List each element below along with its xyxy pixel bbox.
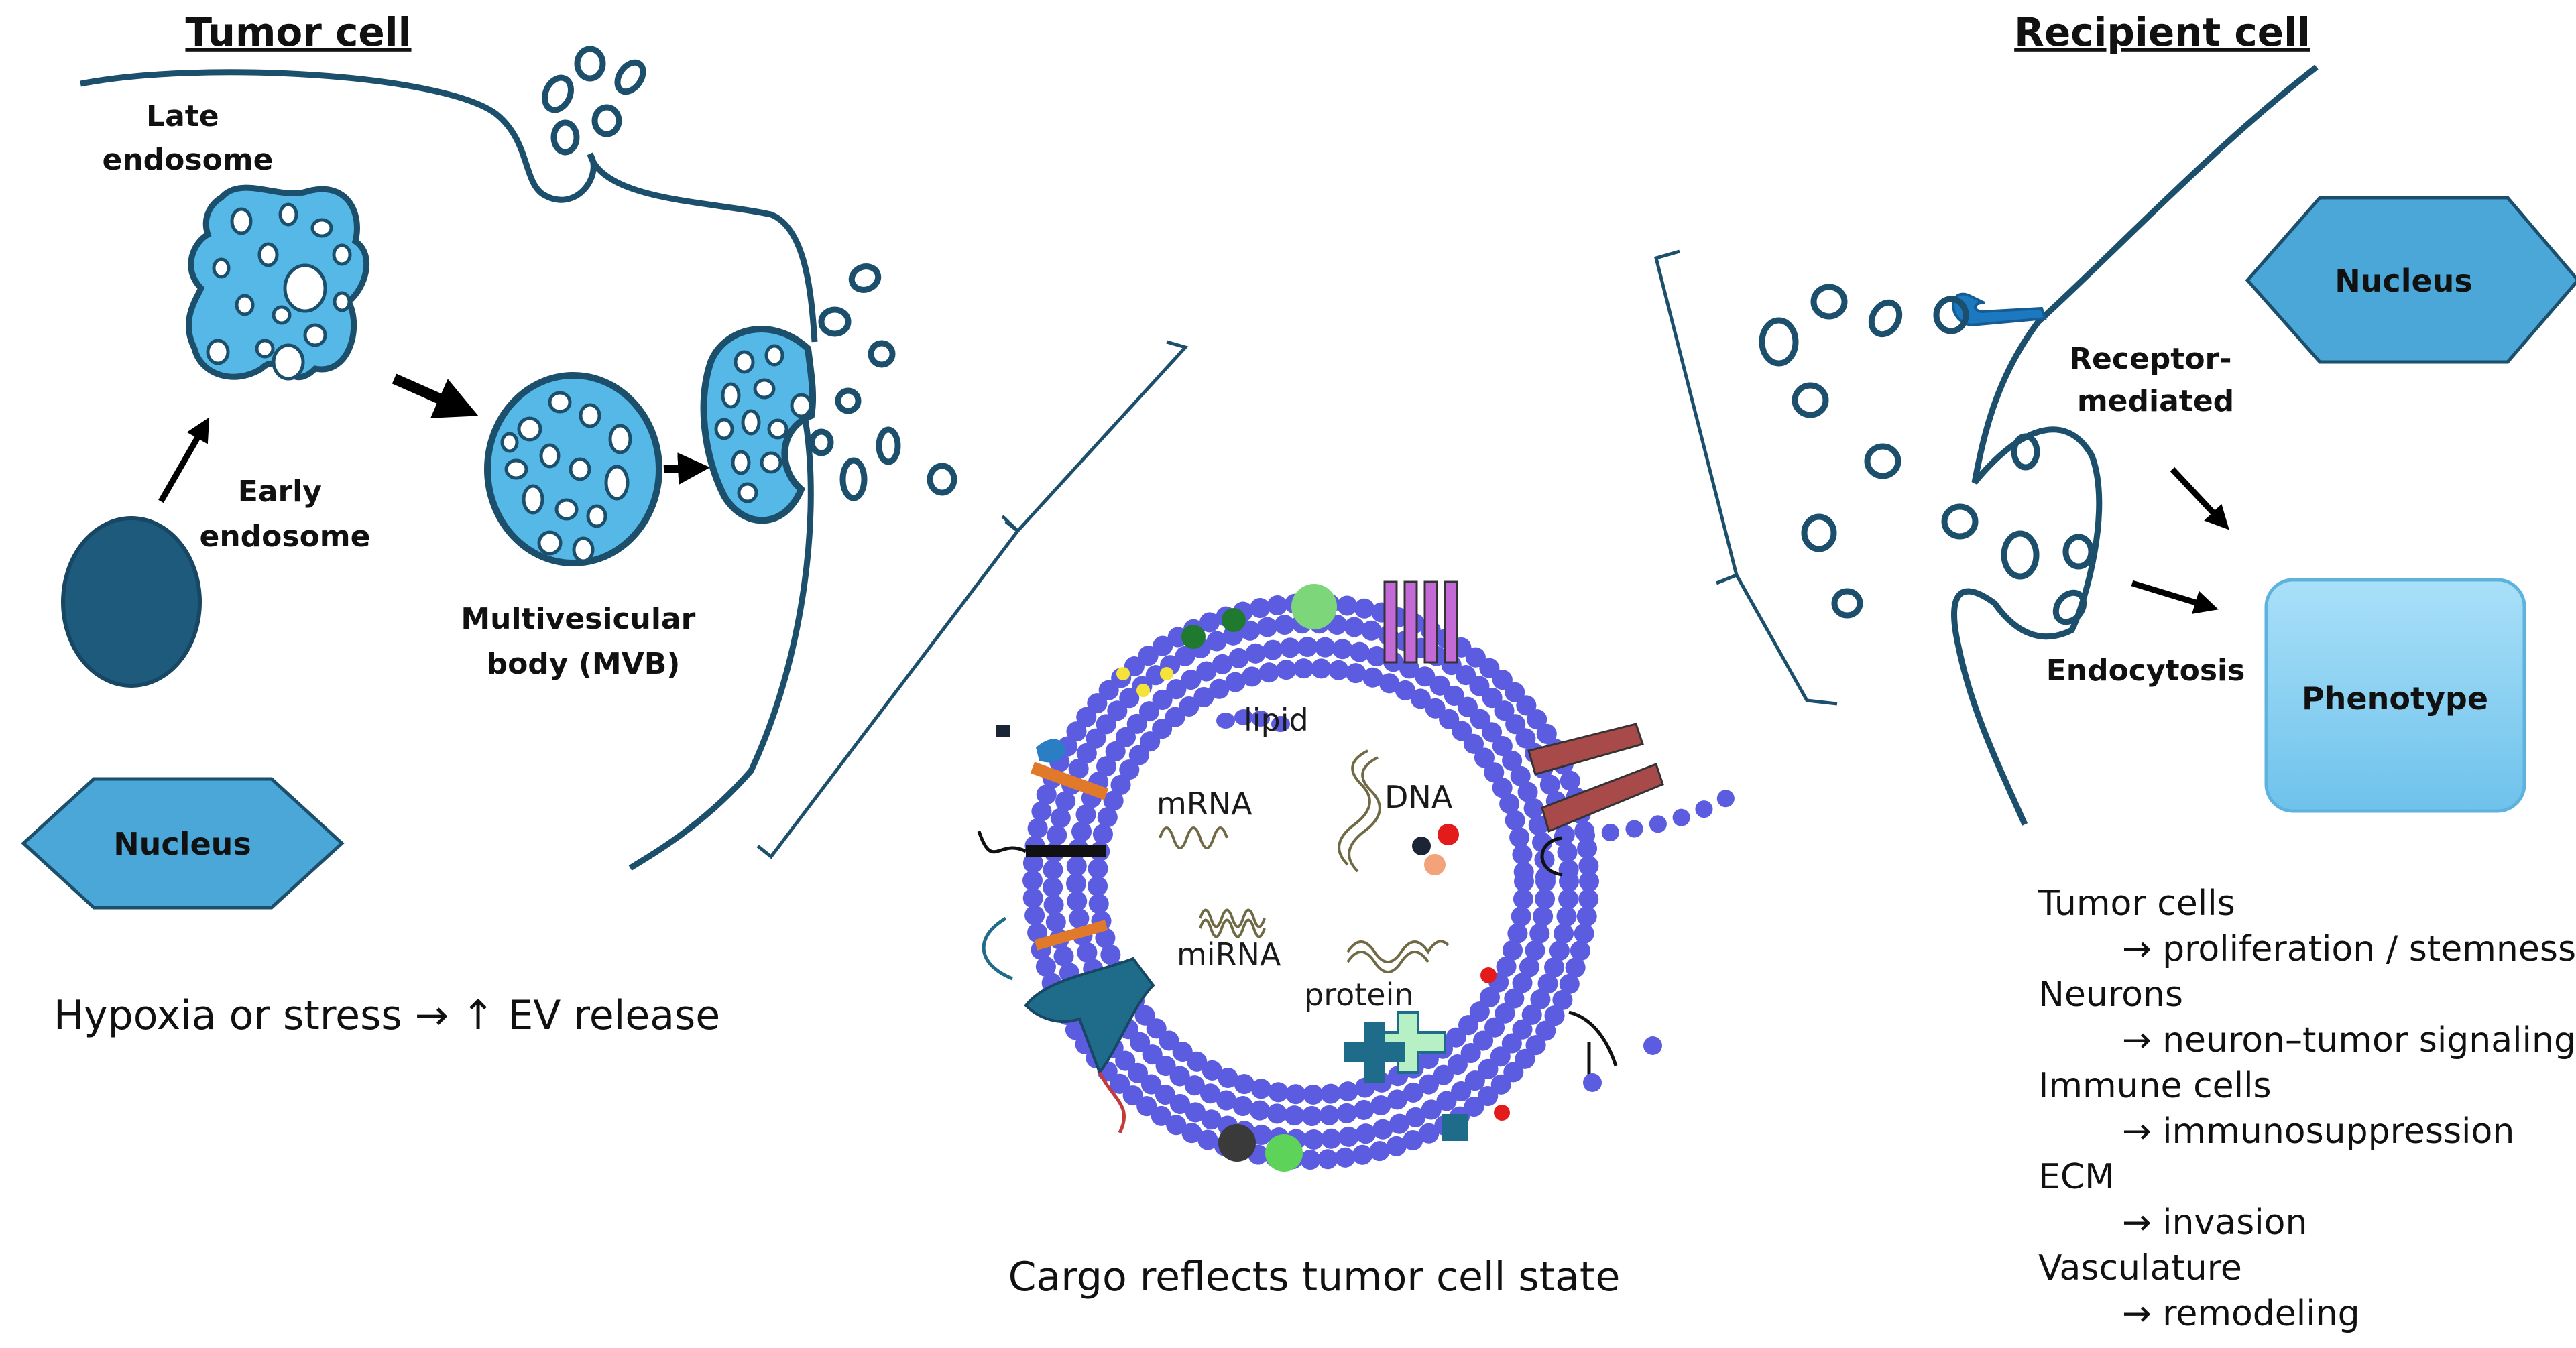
effect-result-2: → neuron–tumor signaling <box>2122 1020 2576 1060</box>
late-endosome-vesicles <box>206 202 352 381</box>
early-endosome-label-1: Early <box>238 475 322 509</box>
released-exosomes <box>809 263 957 501</box>
lipid-beads <box>1216 709 1290 732</box>
effect-result-3: → immunosuppression <box>2122 1111 2514 1152</box>
tumor-plasma-membrane <box>80 69 818 343</box>
cargo-protein-label: protein <box>1304 977 1414 1013</box>
effect-result-1: → proliferation / stemness <box>2122 929 2576 969</box>
svg-text:Late endosome: Late endosome <box>103 99 274 177</box>
arrow-endocytosis-to-phenotype <box>2131 580 2219 614</box>
recipient-plasma-membrane <box>1951 64 2319 826</box>
effect-result-4: → invasion <box>2122 1203 2307 1243</box>
tumor-plasma-membrane-lower <box>628 415 814 871</box>
early-endosome-label-2: endosome <box>200 519 371 554</box>
surface-markers <box>996 584 1510 1172</box>
late-endosome-label-2: endosome <box>103 143 274 177</box>
ev-inner-membrane <box>1066 637 1556 1126</box>
cargo-dna-label: DNA <box>1385 779 1453 815</box>
mvb-label-2: body (MVB) <box>487 647 681 681</box>
ev-surface-chain <box>1554 779 1752 847</box>
released-vesicles-top <box>542 46 646 156</box>
effect-target-4: ECM <box>2038 1157 2115 1197</box>
protein-chain <box>1346 940 1450 973</box>
ev-inner-membrane-2 <box>1088 658 1534 1105</box>
mvb-label-1: Multivesicular <box>461 602 695 636</box>
mirna-strand <box>1199 908 1266 938</box>
incoming-evs <box>1759 284 2095 625</box>
cargo-mrna-label: mRNA <box>1157 786 1252 822</box>
arrow-late-to-mvb <box>392 373 479 418</box>
recipient-cell-panel: Recipient cell Nucleus Receptor- <box>1653 9 2576 1334</box>
fusing-mvb-vesicles <box>714 344 813 503</box>
tumor-caption: Hypoxia or stress → ↑ EV release <box>54 992 720 1039</box>
left-bracket <box>756 340 1189 859</box>
effects-list: Tumor cells → proliferation / stemness N… <box>2038 883 2576 1334</box>
phenotype-label: Phenotype <box>2302 680 2488 717</box>
effect-target-5: Vasculature <box>2038 1248 2242 1288</box>
effect-target-2: Neurons <box>2038 975 2183 1015</box>
svg-text:Multivesicular body (MVB: Multivesicular body (MVB) <box>461 602 705 681</box>
ev-outer-membrane-2 <box>1043 613 1579 1150</box>
receptor-label-2: mediated <box>2077 384 2234 418</box>
cargo-mirna-label: miRNA <box>1177 936 1281 973</box>
arrow-early-to-late <box>158 417 210 503</box>
recipient-nucleus-label: Nucleus <box>2335 263 2473 299</box>
effect-target-3: Immune cells <box>2038 1066 2272 1106</box>
mrna-strand <box>1159 826 1228 849</box>
transmembrane-orange-1 <box>1030 761 1109 800</box>
integrin <box>1527 723 1664 833</box>
ev-tail-beads <box>1583 1036 1662 1092</box>
effect-result-5: → remodeling <box>2122 1294 2360 1334</box>
phenotype-box <box>2264 578 2526 813</box>
ev-outer-membrane <box>1022 593 1599 1170</box>
endocytosis-label: Endocytosis <box>2046 654 2245 688</box>
right-bracket <box>1653 249 1838 706</box>
dna-strand <box>1338 749 1381 873</box>
transmembrane-orange-2 <box>1034 920 1108 951</box>
tumor-cell-title: Tumor cell <box>185 9 411 55</box>
tumor-nucleus-label: Nucleus <box>113 826 251 862</box>
svg-text:Early endosome: Early endosome <box>200 475 371 554</box>
cargo-lipid-label: lipid <box>1244 702 1309 738</box>
late-endosome-label-1: Late <box>146 99 219 133</box>
arrow-mvb-to-membrane <box>663 452 711 485</box>
recipient-nucleus <box>2245 196 2576 364</box>
tumor-nucleus <box>21 777 345 910</box>
effect-target-1: Tumor cells <box>2038 883 2235 924</box>
recipient-cell-title: Recipient cell <box>2014 9 2310 55</box>
mvb-vesicles <box>500 391 632 563</box>
tumor-cell-panel: Tumor cell Late endosome <box>21 9 957 1039</box>
receptor-protein <box>1024 957 1155 1076</box>
tetraspanin <box>1383 580 1458 664</box>
svg-text:Receptor- mediated: Receptor- mediated <box>2069 342 2242 418</box>
early-endosome <box>61 516 202 688</box>
ev-caption: Cargo reflects tumor cell state <box>1008 1253 1621 1300</box>
arrow-receptor-to-phenotype <box>2170 467 2229 530</box>
receptor-label-1: Receptor- <box>2069 342 2231 376</box>
extracellular-vesicle: lipid mRNA DNA miRNA protein Cargo refle… <box>977 580 1752 1300</box>
